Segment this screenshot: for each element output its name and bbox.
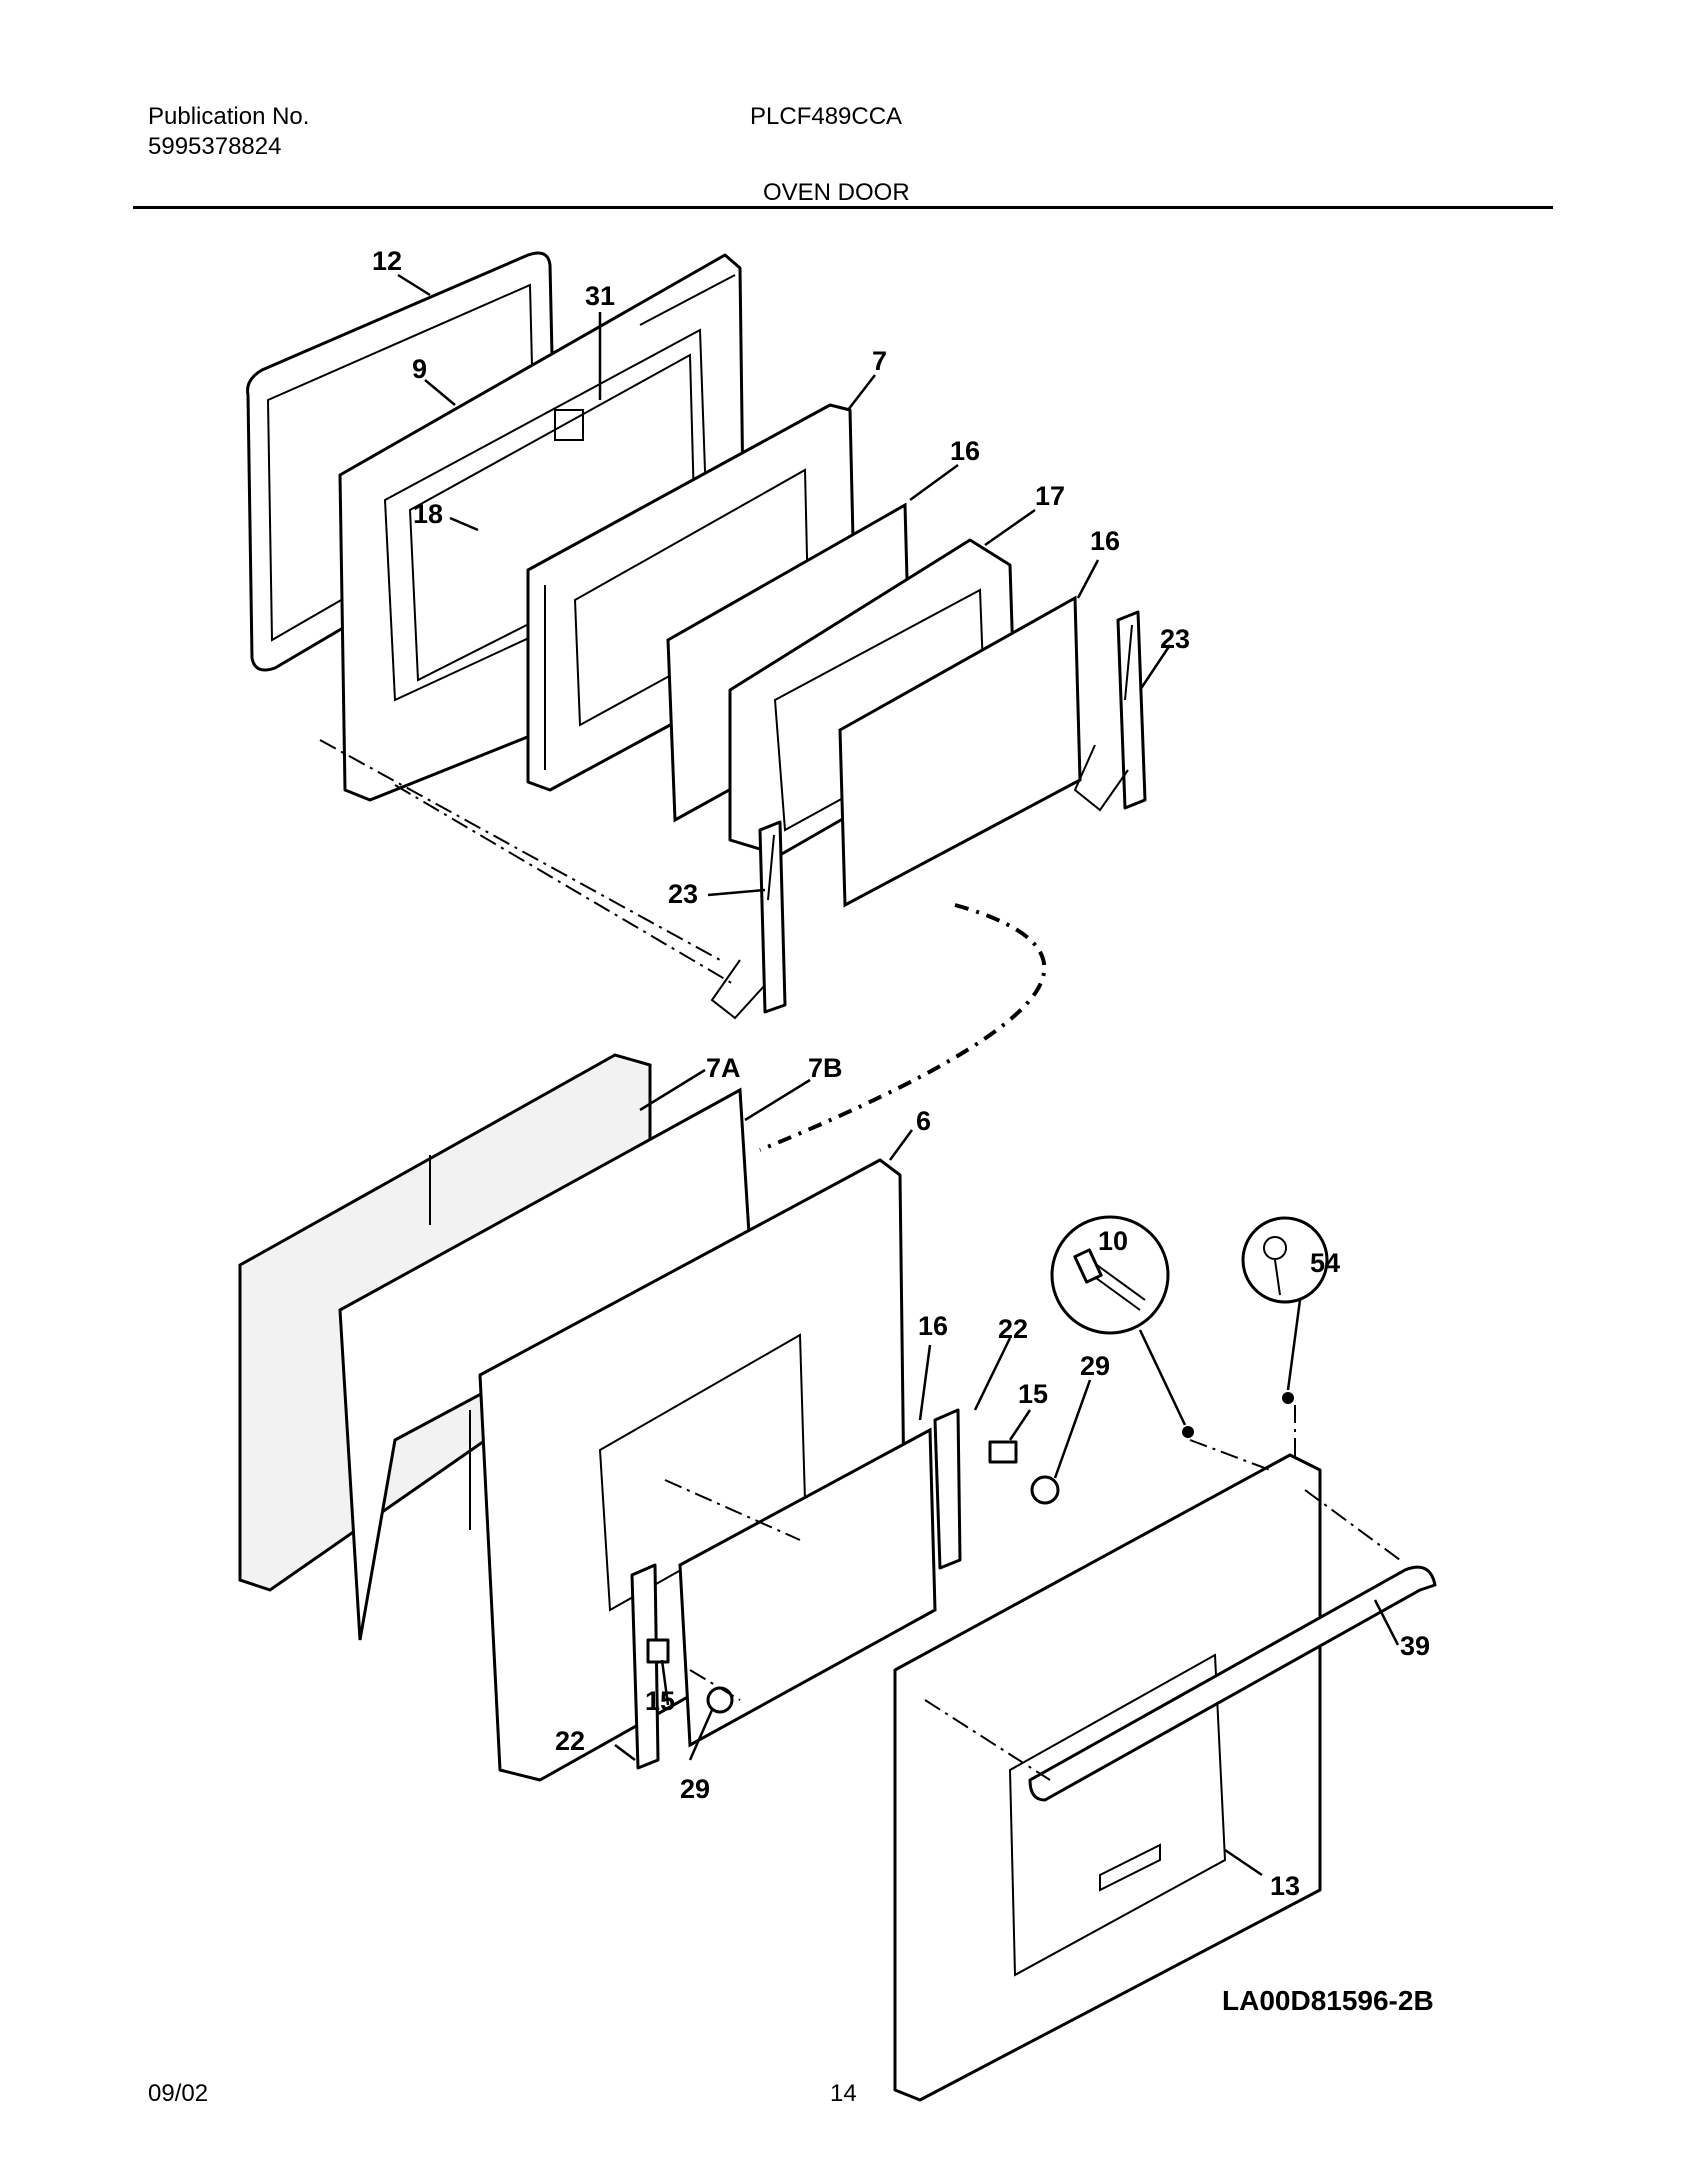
callout-23-left: 23 <box>668 879 698 909</box>
callout-23-right: 23 <box>1160 624 1190 654</box>
callout-15-right: 15 <box>1018 1379 1048 1409</box>
bumper-right-part <box>1030 1475 1060 1505</box>
callout-6: 6 <box>916 1106 931 1136</box>
callout-22-right: 22 <box>998 1314 1028 1344</box>
callout-15-left: 15 <box>645 1686 675 1716</box>
callout-7: 7 <box>872 346 887 376</box>
section-title: OVEN DOOR <box>763 179 910 206</box>
bracket-right-part <box>933 1408 962 1570</box>
callout-29-right: 29 <box>1080 1351 1110 1381</box>
screw-10-detail <box>1050 1215 1170 1335</box>
hinge-right-part <box>1073 610 1147 812</box>
callout-10: 10 <box>1098 1226 1128 1256</box>
hinge-left-part <box>710 820 787 1020</box>
diagram-reference-number: LA00D81596-2B <box>1222 1985 1434 2016</box>
screw-54-detail <box>1241 1216 1329 1304</box>
bumper-left-part <box>706 1686 734 1714</box>
callout-29-left: 29 <box>680 1774 710 1804</box>
bracket-left-part <box>630 1563 660 1770</box>
publication-number: 5995378824 <box>148 133 282 160</box>
callout-13: 13 <box>1270 1871 1300 1901</box>
callout-16-upper-front: 16 <box>1090 526 1120 556</box>
model-number: PLCF489CCA <box>750 103 903 130</box>
screw-10-part <box>1182 1426 1194 1438</box>
callout-12: 12 <box>372 246 402 276</box>
clip-left-part <box>646 1638 670 1664</box>
callout-16-lower: 16 <box>918 1311 948 1341</box>
screw-54-part <box>1282 1392 1294 1404</box>
callout-18: 18 <box>413 499 443 529</box>
callout-17: 17 <box>1035 481 1065 511</box>
callout-54: 54 <box>1310 1248 1340 1278</box>
clip-right-part <box>988 1440 1018 1464</box>
callout-7A: 7A <box>706 1053 741 1083</box>
page-number: 14 <box>830 2080 857 2107</box>
publication-label: Publication No. <box>148 103 310 130</box>
callout-16-upper-rear: 16 <box>950 436 980 466</box>
door-handle-part <box>1028 1565 1437 1802</box>
callout-9: 9 <box>412 354 427 384</box>
header-rule <box>133 206 1553 209</box>
callout-31: 31 <box>585 281 615 311</box>
window-glass-part <box>678 1427 937 1748</box>
callout-39: 39 <box>1400 1631 1430 1661</box>
footer-date: 09/02 <box>148 2080 209 2107</box>
callout-7B: 7B <box>808 1053 843 1083</box>
outer-door-panel-part <box>893 1453 1322 2102</box>
callout-22-left: 22 <box>555 1726 585 1756</box>
